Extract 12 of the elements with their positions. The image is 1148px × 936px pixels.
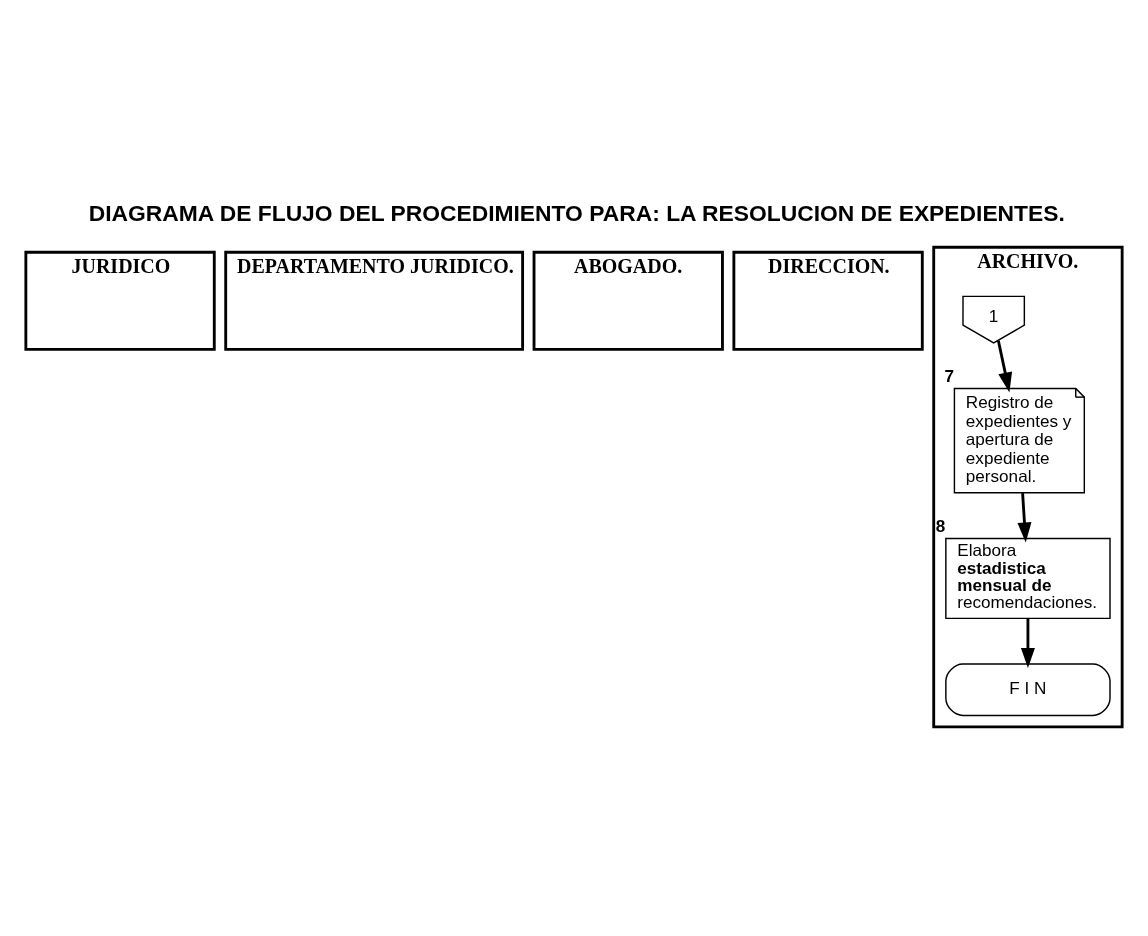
- node-box: Elabora estadistica mensual de recomendaciones.: [945, 537, 1111, 619]
- arrow: [1017, 492, 1032, 542]
- arrow: [1020, 617, 1035, 668]
- node-box: JURIDICO: [24, 250, 216, 351]
- node-label: 8: [935, 516, 946, 536]
- diagram-title: DIAGRAMA DE FLUJO DEL PROCEDIMIENTO PARA: LA RESOLUCION DE EXPEDIENTES.: [88, 199, 1065, 226]
- node-box: DIRECCION.: [732, 250, 924, 351]
- node-box: F I N: [945, 662, 1111, 716]
- arrow: [997, 339, 1013, 392]
- node-box: DEPARTAMENTO JURIDICO.: [224, 250, 525, 351]
- node-box: ABOGADO.: [532, 250, 724, 351]
- node-label: 7: [944, 366, 954, 386]
